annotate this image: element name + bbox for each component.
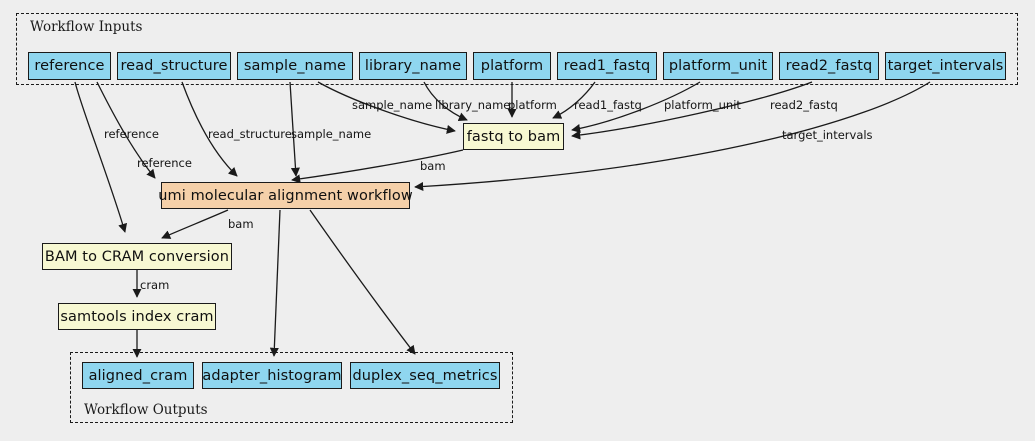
workflow-inputs-cluster: [16, 13, 1018, 85]
task-node-bam-to-cram-conversion[interactable]: BAM to CRAM conversion: [42, 243, 232, 270]
output-node-duplex-seq-metrics[interactable]: duplex_seq_metrics: [350, 362, 500, 389]
edge-label-read-structure-to-umi: read_structure: [208, 127, 292, 141]
input-node-platform-unit[interactable]: platform_unit: [663, 52, 773, 80]
edge-label-read2-fastq-to-fastq-to-bam: read2_fastq: [770, 98, 838, 112]
edge-label-umi-to-bam-to-cram: bam: [228, 217, 254, 231]
edge-label-library-name-to-fastq-to-bam: library_name: [435, 98, 511, 112]
edge-reference-to-bam-to-cram: [74, 81, 128, 233]
output-node-aligned-cram[interactable]: aligned_cram: [82, 362, 194, 389]
edge-label-bam-to-cram-to-samtools: cram: [140, 278, 170, 292]
workflow-inputs-label: Workflow Inputs: [30, 19, 143, 35]
task-node-fastq-to-bam[interactable]: fastq to bam: [463, 123, 564, 150]
input-node-platform[interactable]: platform: [473, 52, 551, 80]
edge-umi-to-bam-to-cram: [161, 209, 229, 239]
edge-label-sample-name-to-fastq-to-bam: sample_name: [352, 98, 433, 112]
edge-label-fastq-to-bam-to-umi: bam: [420, 159, 446, 173]
edge-label-sample-name-to-umi: sample_name: [291, 127, 372, 141]
input-node-reference[interactable]: reference: [28, 52, 111, 80]
workflow-outputs-label: Workflow Outputs: [84, 402, 208, 418]
input-node-target-intervals[interactable]: target_intervals: [885, 52, 1006, 80]
edge-label-reference-to-umi: reference: [137, 156, 192, 170]
edge-umi-to-duplex-seq-metrics: [309, 209, 416, 355]
edge-label-reference-to-bam-to-cram: reference: [104, 127, 159, 141]
input-node-read-structure[interactable]: read_structure: [117, 52, 231, 80]
task-node-samtools-index-cram[interactable]: samtools index cram: [58, 303, 216, 330]
edge-umi-to-adapter-histogram: [269, 209, 281, 357]
input-node-read1-fastq[interactable]: read1_fastq: [557, 52, 657, 80]
edge-label-platform-unit-to-fastq-to-bam: platform_unit: [664, 98, 741, 112]
edge-label-target-intervals-to-umi: target_intervals: [782, 128, 873, 142]
input-node-library-name[interactable]: library_name: [359, 52, 467, 80]
input-node-read2-fastq[interactable]: read2_fastq: [779, 52, 879, 80]
edge-label-read1-fastq-to-fastq-to-bam: read1_fastq: [574, 98, 642, 112]
input-node-sample-name[interactable]: sample_name: [237, 52, 353, 80]
task-node-umi-molecular-alignment-workflow[interactable]: umi molecular alignment workflow: [158, 182, 413, 209]
workflow-outputs-cluster: [70, 352, 513, 423]
output-node-adapter-histogram[interactable]: adapter_histogram: [202, 362, 342, 389]
edge-label-platform-to-fastq-to-bam: platform: [508, 98, 557, 112]
